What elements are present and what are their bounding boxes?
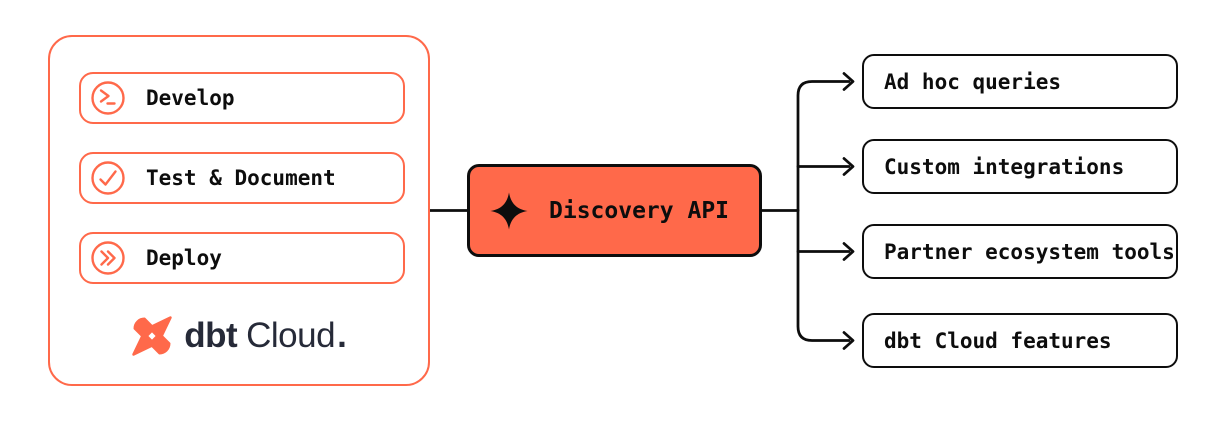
arrowhead-icon xyxy=(842,157,855,176)
logo-wordmark-cloud: Cloud xyxy=(246,316,336,355)
step-deploy: Deploy xyxy=(79,232,405,284)
consumer-partner-ecosystem-tools: Partner ecosystem tools xyxy=(862,224,1178,279)
arrowhead-icon xyxy=(842,72,855,91)
consumer-label: Partner ecosystem tools xyxy=(884,239,1175,264)
check-circle-icon xyxy=(91,161,125,195)
step-label: Test & Document xyxy=(146,166,336,190)
consumer-dbt-cloud-features: dbt Cloud features xyxy=(862,313,1178,368)
consumer-label: Ad hoc queries xyxy=(884,69,1062,94)
double-chevron-right-icon xyxy=(91,241,125,275)
terminal-prompt-icon xyxy=(91,81,125,115)
arrowhead-icon xyxy=(842,242,855,261)
dbt-cloud-panel: Develop Test & Document Deploy dbt Clo xyxy=(48,35,430,386)
consumer-label: Custom integrations xyxy=(884,154,1125,179)
step-label: Deploy xyxy=(146,246,222,270)
dbt-cloud-logo: dbt Cloud . xyxy=(50,314,428,358)
step-develop: Develop xyxy=(79,72,405,124)
trademark-dot: . xyxy=(337,316,347,355)
logo-wordmark-dbt: dbt xyxy=(184,316,238,355)
consumer-custom-integrations: Custom integrations xyxy=(862,139,1178,194)
step-test-document: Test & Document xyxy=(79,152,405,204)
consumer-ad-hoc-queries: Ad hoc queries xyxy=(862,54,1178,109)
consumer-label: dbt Cloud features xyxy=(884,328,1112,353)
sparkle-icon xyxy=(490,191,528,230)
discovery-api-node: Discovery API xyxy=(467,164,762,257)
arrowhead-icon xyxy=(842,331,855,350)
step-label: Develop xyxy=(146,86,235,110)
discovery-api-label: Discovery API xyxy=(549,197,730,224)
dbt-pinwheel-icon xyxy=(132,316,172,356)
